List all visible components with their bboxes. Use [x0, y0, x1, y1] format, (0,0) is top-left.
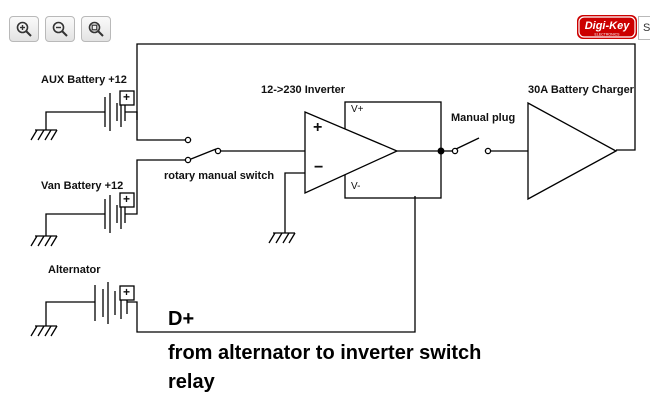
aux-battery-label: AUX Battery +12	[41, 74, 127, 86]
ground-symbols	[30, 129, 296, 337]
vminus-label: V-	[351, 181, 361, 192]
zoom-fit-icon	[88, 21, 104, 37]
inverter-minus-sign: −	[314, 159, 324, 176]
zoom-out-icon	[52, 21, 68, 37]
van-battery-label: Van Battery +12	[41, 180, 124, 192]
van-ground-wire	[45, 213, 105, 236]
vplus-label: V+	[351, 104, 364, 115]
zoom-in-button[interactable]	[9, 16, 39, 42]
charger-amp	[527, 101, 618, 201]
inverter-plus-sign: +	[313, 119, 323, 136]
zoom-in-icon	[16, 21, 32, 37]
svg-text:ELECTRONICS: ELECTRONICS	[595, 33, 621, 37]
manual-plug-label: Manual plug	[451, 112, 516, 124]
annotation-line-3: relay	[168, 371, 215, 393]
van-switch-wire	[125, 159, 185, 215]
manual-plug-symbol	[451, 137, 492, 155]
annotation-line-1: D+	[168, 308, 195, 330]
rotary-switch-symbol	[184, 136, 222, 164]
rotary-switch-label: rotary manual switch	[164, 170, 275, 182]
van-plus-sign: +	[123, 192, 131, 206]
zoom-out-button[interactable]	[45, 16, 75, 42]
aux-plus-sign: +	[123, 90, 131, 104]
logo-text: Digi-Key	[585, 20, 631, 32]
charger-label: 30A Battery Charger	[528, 84, 634, 96]
aux-ground-wire	[45, 111, 105, 130]
digikey-logo[interactable]: Digi-Key ELECTRONICS	[576, 14, 638, 40]
alternator-ground-wire	[45, 301, 95, 326]
d-plus-wire	[127, 196, 416, 333]
inverter-label: 12->230 Inverter	[261, 84, 346, 96]
zoom-toolbar	[9, 16, 111, 42]
alternator-plus-sign: +	[123, 285, 131, 299]
zoom-fit-button[interactable]	[81, 16, 111, 42]
inverter-amp	[304, 111, 399, 195]
alternator-symbol	[94, 282, 135, 324]
alternator-label: Alternator	[48, 264, 101, 276]
annotation-line-2: from alternator to inverter switch	[168, 342, 482, 364]
top-bus-wire	[136, 43, 636, 151]
aux-switch-wire	[136, 120, 185, 141]
search-input[interactable]: S	[638, 16, 650, 40]
